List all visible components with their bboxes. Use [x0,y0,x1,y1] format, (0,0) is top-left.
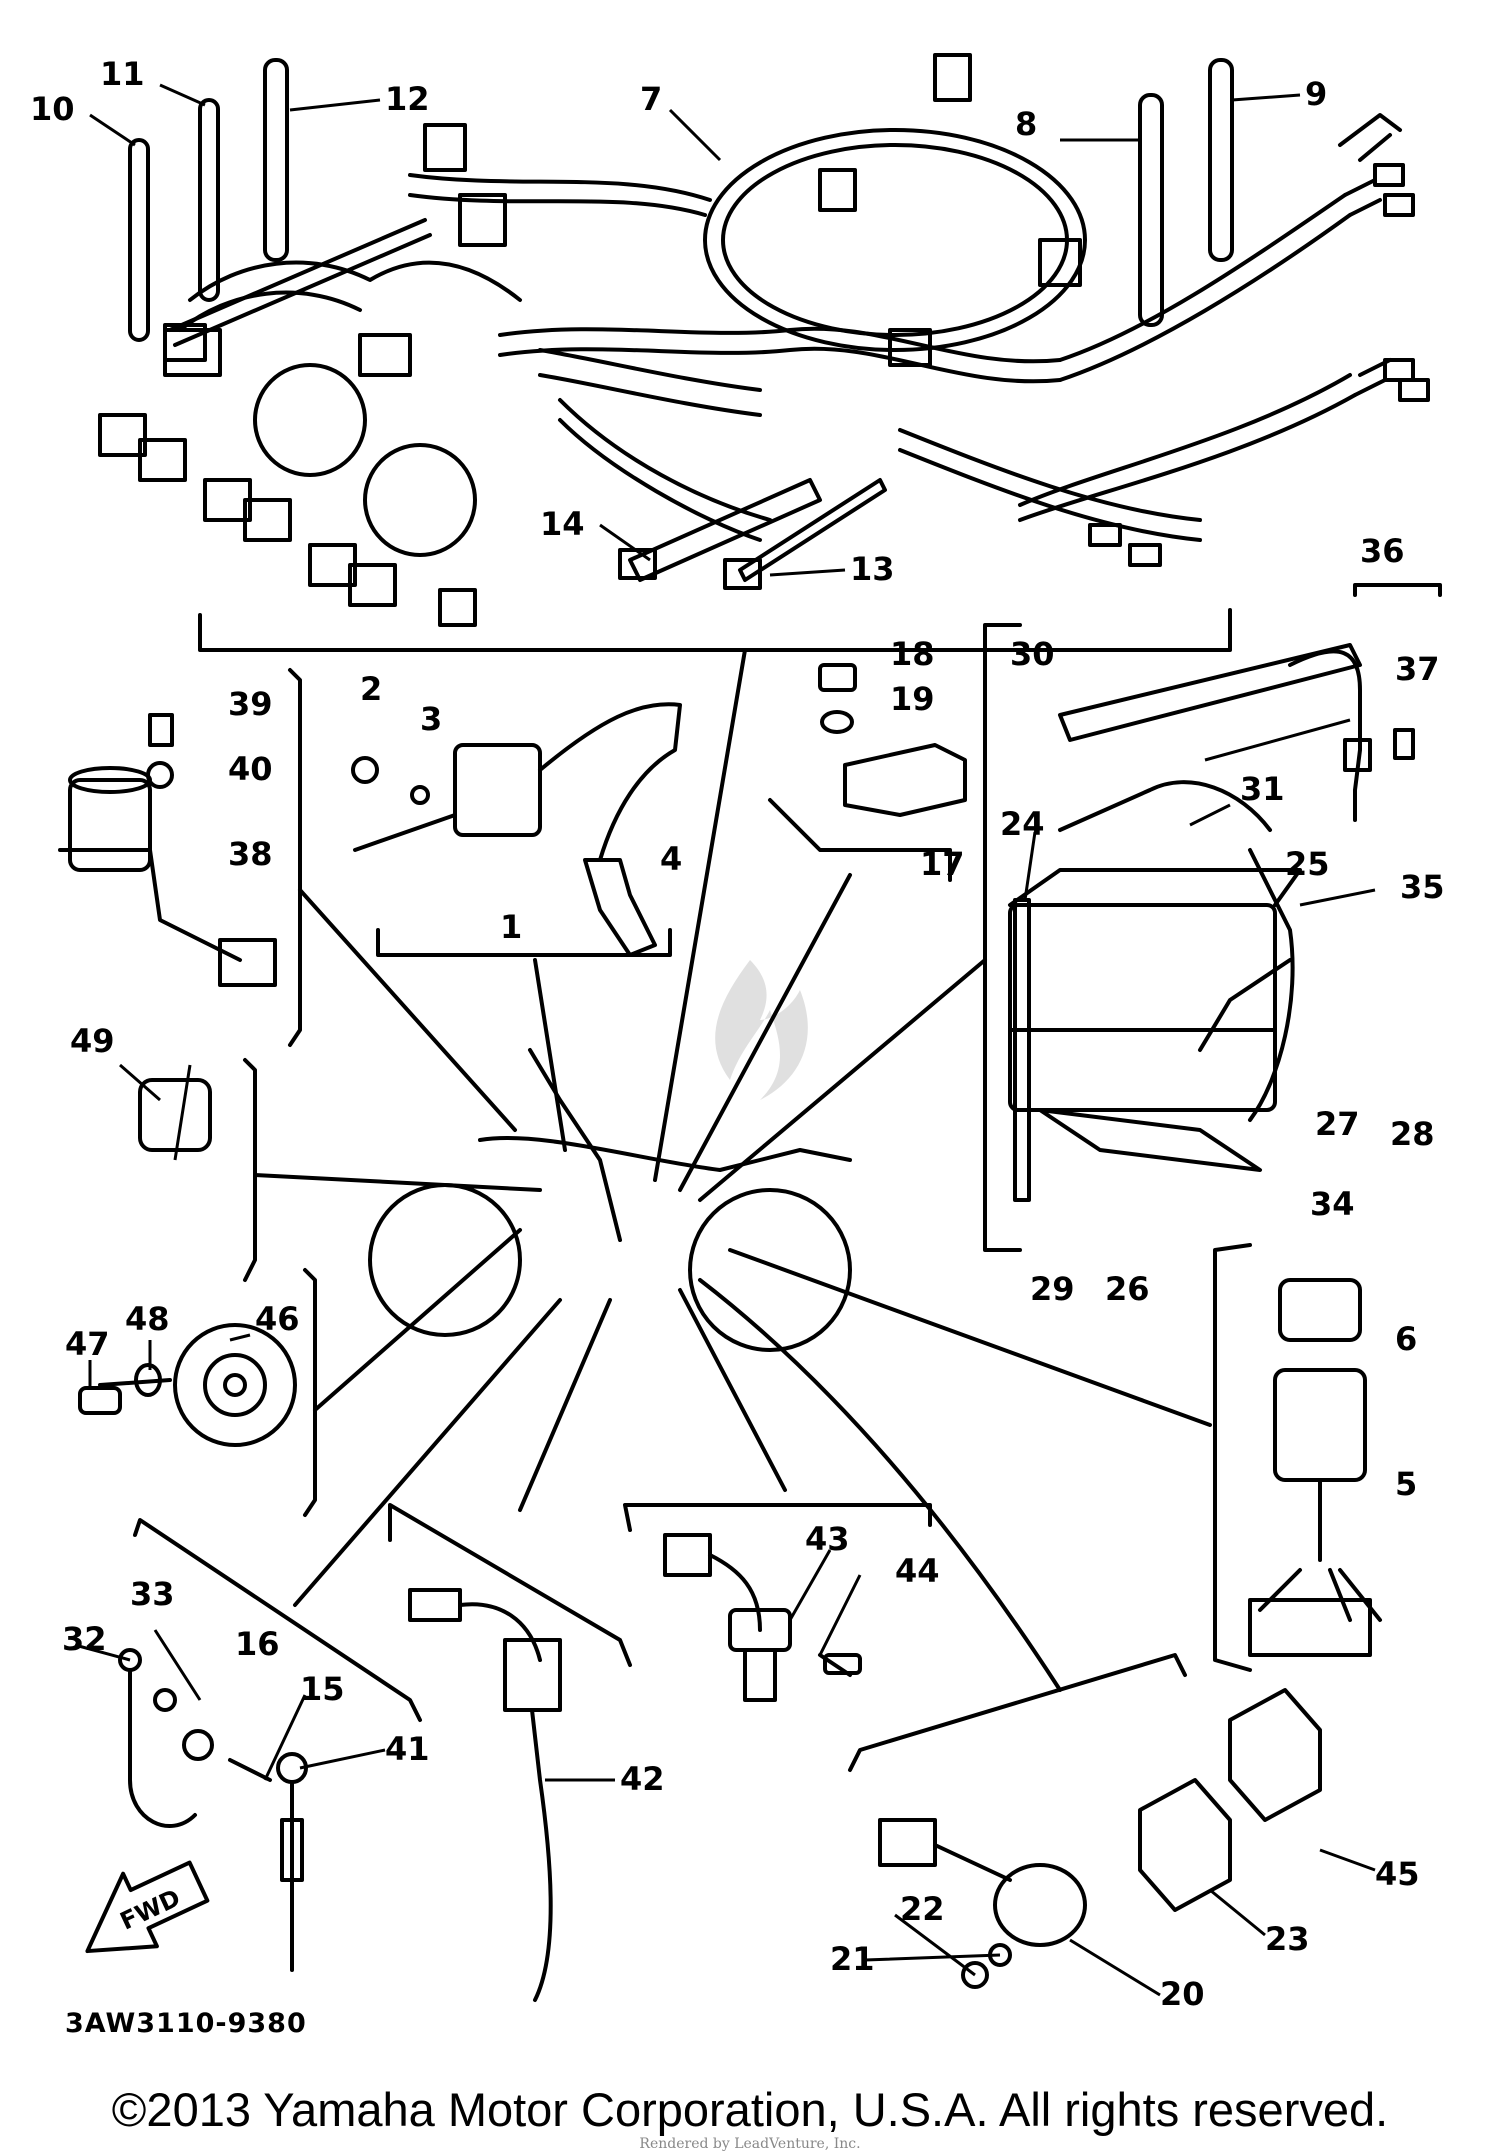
part-label-9: 9 [1305,75,1327,113]
part-label-22: 22 [900,1890,945,1928]
part-label-19: 19 [890,680,935,718]
fwd-arrow [85,1860,210,1954]
part-labels: 1 2 3 4 5 6 7 8 9 10 11 12 13 14 15 16 1… [30,55,1445,2013]
part-label-30: 30 [1010,635,1055,673]
part-label-37: 37 [1395,650,1440,688]
label-leaders [74,83,1376,1997]
cable-ties [618,478,887,590]
part-label-26: 26 [1105,1270,1150,1308]
part-label-39: 39 [228,685,273,723]
part-label-5: 5 [1395,1465,1417,1503]
part-label-20: 20 [1160,1975,1205,2013]
part-label-31: 31 [1240,770,1285,808]
watermark-text: Rendered by LeadVenture, Inc. [639,2136,861,2152]
diagram-code: 3AW3110-9380 [65,2008,307,2039]
part-label-18: 18 [890,635,935,673]
part-label-8: 8 [1015,105,1037,143]
part-label-41: 41 [385,1730,430,1768]
part-label-15: 15 [300,1670,345,1708]
cdi-unit [1213,1243,1382,1672]
part-label-6: 6 [1395,1320,1417,1358]
part-label-27: 27 [1315,1105,1360,1143]
part-label-35: 35 [1400,868,1445,906]
part-label-40: 40 [228,750,273,788]
part-label-16: 16 [235,1625,280,1663]
part-label-29: 29 [1030,1270,1075,1308]
part-label-46: 46 [255,1300,300,1338]
part-label-7: 7 [640,80,662,118]
part-label-43: 43 [805,1520,850,1558]
ground-leads [118,1518,422,1972]
part-label-48: 48 [125,1300,170,1338]
part-label-1: 1 [500,908,522,946]
part-label-45: 45 [1375,1855,1420,1893]
part-label-12: 12 [385,80,430,118]
part-label-47: 47 [65,1325,110,1363]
part-label-14: 14 [540,505,585,543]
part-label-25: 25 [1285,845,1330,883]
horn [78,1268,317,1517]
neutral-switch [623,1503,932,1702]
part-label-10: 10 [30,90,75,128]
copyright-notice: ©2013 Yamaha Motor Corporation, U.S.A. A… [111,2083,1389,2136]
part-label-3: 3 [420,700,442,738]
relays [848,1653,1322,1989]
part-label-11: 11 [100,55,145,93]
battery [983,623,1362,1252]
part-label-33: 33 [130,1575,175,1613]
part-label-49: 49 [70,1022,115,1060]
part-label-38: 38 [228,835,273,873]
connector [138,1058,257,1282]
starter-relay [58,668,302,1047]
part-label-34: 34 [1310,1185,1355,1223]
cable-bands [128,58,1234,362]
part-label-2: 2 [360,670,382,708]
part-label-42: 42 [620,1760,665,1798]
part-label-23: 23 [1265,1920,1310,1958]
part-label-13: 13 [850,550,895,588]
lead-lines [253,648,1212,1692]
part-label-24: 24 [1000,805,1045,843]
wire-harness [98,53,1430,627]
part-label-44: 44 [895,1552,940,1590]
part-label-4: 4 [660,840,682,878]
rectifier [768,663,967,882]
watermark-logo [715,960,808,1100]
part-label-17: 17 [920,845,965,883]
part-label-28: 28 [1390,1115,1435,1153]
ignition-coil [351,702,682,957]
part-label-36: 36 [1360,532,1405,570]
sensor-cable [388,1503,632,2002]
